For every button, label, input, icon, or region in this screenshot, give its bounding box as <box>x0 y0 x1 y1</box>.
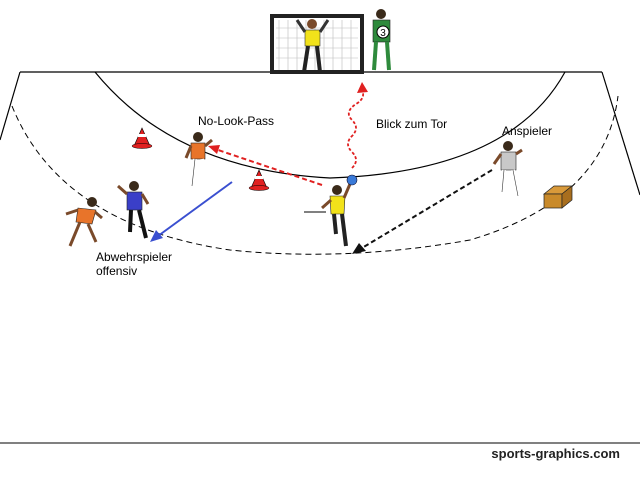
nine-meter-dashed-line <box>11 95 619 255</box>
cone-center <box>248 169 270 191</box>
goalkeeper-number: 3 <box>380 28 386 39</box>
label-blick-zum-tor: Blick zum Tor <box>376 117 448 131</box>
pass-arrowhead <box>208 145 220 154</box>
box <box>543 185 573 209</box>
right-sideline <box>601 71 640 196</box>
defender-arrowhead <box>150 230 163 242</box>
defender-player <box>117 181 150 239</box>
cone-left <box>131 127 153 149</box>
label-abwehrspieler: Abwehrspieler <box>96 250 173 264</box>
label-anspieler: Anspieler <box>502 124 553 138</box>
look-at-goal-arrow <box>347 89 365 169</box>
watermark: sports-graphics.com <box>491 446 620 461</box>
feeder-player <box>492 141 523 197</box>
running-player <box>65 197 103 247</box>
number-badge <box>376 25 390 39</box>
coach-figure: 3 <box>372 9 391 71</box>
ball <box>346 174 358 186</box>
defender-run-arrow <box>157 181 233 237</box>
feed-arrowhead <box>352 243 366 254</box>
left-sideline <box>0 71 21 141</box>
label-offensiv: offensiv <box>96 264 138 278</box>
no-look-pass-arrow <box>217 149 323 186</box>
feed-pass-arrow <box>361 169 493 249</box>
six-meter-line <box>94 71 566 179</box>
label-no-look-pass: No-Look-Pass <box>198 114 275 128</box>
receiver-player <box>184 132 213 187</box>
shooter-player <box>304 174 358 247</box>
look-arrowhead <box>357 82 368 93</box>
goalkeeper <box>295 19 330 73</box>
